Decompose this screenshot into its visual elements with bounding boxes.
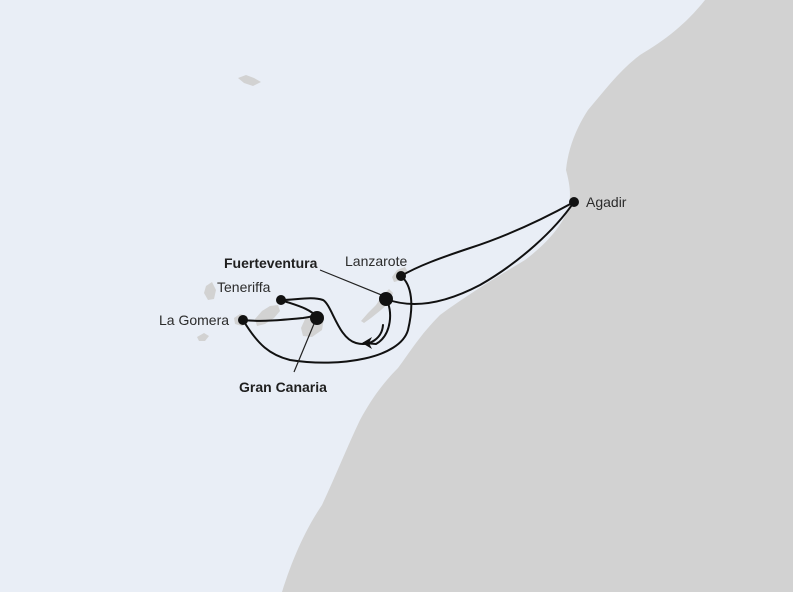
port-label-gran-canaria: Gran Canaria [239, 379, 327, 395]
route-segment [242, 275, 413, 364]
port-label-fuerteventura: Fuerteventura [224, 255, 318, 271]
port-marker[interactable] [276, 295, 286, 305]
port-gran-canaria[interactable]: Gran Canaria [239, 311, 327, 395]
route-segment [400, 201, 575, 277]
island-la-palma [204, 282, 216, 300]
port-teneriffa[interactable]: Teneriffa [217, 279, 286, 305]
port-marker[interactable] [238, 315, 248, 325]
port-agadir[interactable]: Agadir [569, 194, 627, 210]
port-marker[interactable] [379, 292, 393, 306]
route-segment [280, 297, 384, 345]
island-madeira [238, 75, 261, 86]
island-el-hierro [197, 333, 209, 341]
route-arrowhead [362, 337, 372, 349]
port-marker[interactable] [396, 271, 406, 281]
fuerteventura-leader-line [319, 269, 385, 297]
port-marker[interactable] [310, 311, 324, 325]
port-label-agadir: Agadir [586, 194, 627, 210]
gran-canaria-leader-line [293, 318, 317, 373]
port-lanzarote[interactable]: Lanzarote [345, 253, 407, 281]
port-la-gomera[interactable]: La Gomera [159, 312, 248, 328]
port-marker[interactable] [569, 197, 579, 207]
port-label-teneriffa: Teneriffa [217, 279, 271, 295]
port-label-lanzarote: Lanzarote [345, 253, 407, 269]
port-label-la-gomera: La Gomera [159, 312, 229, 328]
africa-mainland [282, 0, 793, 592]
port-fuerteventura[interactable]: Fuerteventura [224, 255, 393, 306]
cruise-route [242, 201, 575, 364]
